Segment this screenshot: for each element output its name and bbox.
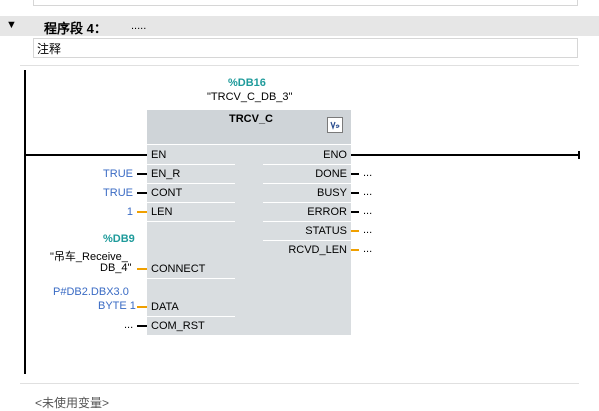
block-divider (147, 144, 351, 145)
comment-field[interactable] (33, 38, 578, 58)
rcvd-len-value[interactable]: ... (363, 243, 373, 255)
function-block[interactable] (147, 110, 351, 335)
data-stub (137, 306, 147, 308)
segment-description[interactable]: ..... (131, 20, 147, 32)
comment-text: 注释 (37, 42, 62, 56)
pin-eno[interactable]: ENO (323, 149, 347, 161)
power-rail (24, 70, 26, 374)
connect-db-name-line2[interactable]: DB_4" (100, 262, 132, 274)
pin-separator (263, 221, 351, 222)
instance-db-name[interactable]: "TRCV_C_DB_3" (207, 91, 293, 103)
pin-separator (263, 240, 351, 241)
pin-separator (147, 278, 235, 279)
pin-separator (263, 183, 351, 184)
pin-len[interactable]: LEN (151, 206, 173, 218)
done-value[interactable]: ... (363, 167, 373, 179)
done-stub (351, 173, 359, 175)
ladder-area[interactable] (20, 65, 579, 384)
pin-separator (147, 316, 235, 317)
com-rst-stub (137, 325, 147, 327)
pin-en[interactable]: EN (151, 149, 167, 161)
pin-status[interactable]: STATUS (305, 225, 347, 237)
pin-rcvd-len[interactable]: RCVD_LEN (288, 244, 347, 256)
len-stub (137, 211, 147, 213)
status-stub (351, 230, 359, 232)
bottom-separator (20, 383, 579, 384)
function-block-header (147, 110, 351, 144)
unused-variables-label: <未使用变量> (35, 396, 110, 410)
pin-separator (147, 183, 235, 184)
pin-data[interactable]: DATA (151, 301, 179, 313)
pin-busy[interactable]: BUSY (317, 187, 347, 199)
previous-segment-box (33, 0, 578, 6)
connect-db-address[interactable]: %DB9 (103, 233, 135, 245)
pin-separator (147, 221, 235, 222)
len-value[interactable]: 1 (126, 206, 133, 218)
pin-com-rst[interactable]: COM_RST (151, 320, 205, 332)
pin-error[interactable]: ERROR (307, 206, 347, 218)
segment-title: 程序段 4： (44, 21, 107, 36)
busy-value[interactable]: ... (363, 186, 373, 198)
connect-db-name-line1[interactable]: "吊车_Receive_ (50, 251, 128, 263)
rung-end-marker (578, 151, 580, 159)
busy-stub (351, 192, 359, 194)
segment-header[interactable] (0, 16, 599, 36)
rcvd-len-stub (351, 249, 359, 251)
data-value-line1[interactable]: P#DB2.DBX3.0 (53, 286, 129, 298)
connect-stub (137, 268, 147, 270)
status-value[interactable]: ... (363, 224, 373, 236)
block-help-icon[interactable] (327, 117, 343, 133)
pin-separator (263, 202, 351, 203)
cont-value[interactable]: TRUE (103, 187, 133, 199)
data-value-line2[interactable]: BYTE 1 (98, 300, 136, 312)
collapse-toggle-icon[interactable]: ▼ (6, 19, 17, 31)
en-r-value[interactable]: TRUE (103, 168, 133, 180)
pin-en-r[interactable]: EN_R (151, 168, 181, 180)
cont-stub (137, 192, 147, 194)
rung-wire-left (26, 154, 147, 156)
en-r-stub (137, 173, 147, 175)
pin-separator (147, 202, 235, 203)
block-type-name: TRCV_C (229, 113, 274, 125)
pin-separator (147, 164, 235, 165)
instance-db-address[interactable]: %DB16 (228, 77, 266, 89)
com-rst-value[interactable]: ... (124, 319, 134, 331)
pin-done[interactable]: DONE (315, 168, 347, 180)
pin-cont[interactable]: CONT (151, 187, 183, 199)
pin-connect[interactable]: CONNECT (151, 263, 206, 275)
rung-wire-right (351, 154, 579, 156)
error-stub (351, 211, 359, 213)
pin-separator (263, 164, 351, 165)
error-value[interactable]: ... (363, 205, 373, 217)
